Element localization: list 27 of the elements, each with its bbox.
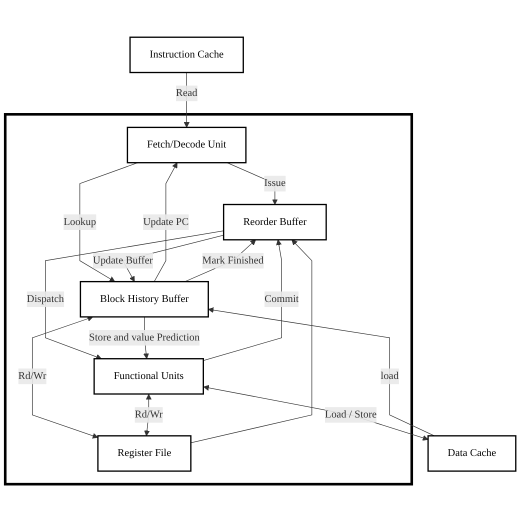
edge-label: Rd/Wr: [134, 409, 163, 420]
node-box: Block History Buffer: [80, 281, 209, 318]
arrow: [190, 240, 312, 444]
node-box: Register File: [97, 435, 192, 472]
arrow: [208, 308, 435, 436]
arrow: [32, 316, 98, 439]
edge-label: Issue: [264, 178, 286, 190]
arrow: [184, 72, 190, 128]
edge-label: Mark Finished: [202, 255, 264, 266]
edge-label: Rd/Wr: [18, 370, 46, 382]
cluster: [4, 113, 414, 486]
edge-label: Update Buffer: [92, 255, 153, 266]
edge-label: Update PC: [143, 216, 189, 228]
node-box: Functional Units: [94, 358, 204, 395]
node-box: Instruction Cache: [129, 36, 244, 74]
arrow: [203, 385, 428, 441]
edge-label: Store and value Prediction: [89, 332, 200, 344]
node-box: Data Cache: [427, 435, 516, 472]
edge-label: load: [380, 370, 399, 382]
arrow: [203, 240, 282, 362]
node-box: Reorder Buffer: [222, 204, 327, 241]
edge-label: Commit: [264, 294, 299, 305]
edge-label: Lookup: [64, 216, 96, 228]
node-box: Fetch/Decode Unit: [126, 127, 247, 164]
edge-label: Load / Store: [324, 409, 377, 420]
edge-label: Read: [176, 88, 198, 99]
edge-label: Dispatch: [26, 294, 64, 305]
